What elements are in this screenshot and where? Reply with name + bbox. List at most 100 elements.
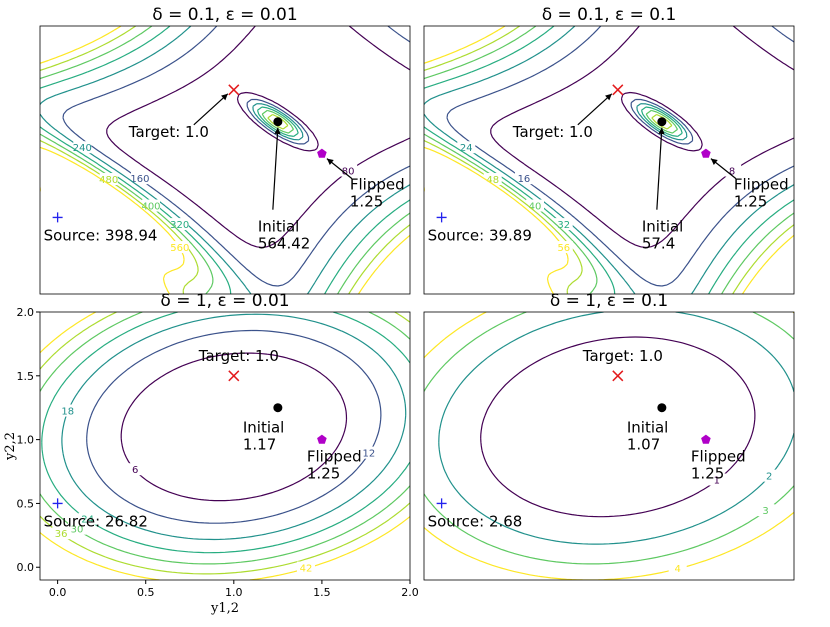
initial-annotation: Initial [642,218,684,236]
initial-arrow [272,127,279,210]
contour-label: 8 [729,166,735,177]
source-marker [436,498,447,509]
contour-label: 24 [81,515,94,526]
contour-label: 480 [99,175,118,186]
contour-level-24 [41,312,410,554]
contour-level-48 [424,26,794,294]
y-tick-label: 1.5 [17,370,35,383]
contour-label-bg [514,172,533,185]
source-marker [52,212,63,223]
contour-level-32 [424,26,794,294]
contour-level-6 [120,352,348,502]
contour-level-24 [424,26,794,294]
contour-level-80 [106,26,410,249]
contour-label: 42 [300,564,313,575]
contour-level-8 [490,26,794,249]
target-marker [228,370,240,382]
contour-label: 32 [557,220,570,231]
initial-arrow [656,127,663,210]
target-annotation: Target: 1.0 [512,123,593,141]
source-annotation: Source: 398.94 [44,226,158,244]
contour-label-bg [170,241,189,254]
contour-label-bg [130,172,149,185]
contour-label-bg [68,522,86,535]
initial-annotation: Initial [258,218,300,236]
initial-marker [273,117,283,127]
contour-label: 18 [61,407,74,418]
initial-marker [273,403,283,413]
initial-annotation: 57.4 [642,235,675,253]
contour-label-bg [296,561,315,574]
contour-level-320 [40,26,410,294]
source-annotation: Source: 39.89 [428,226,532,244]
initial-arrowhead [274,127,281,135]
flipped-annotation: Flipped [734,176,789,194]
target-marker [612,84,624,96]
y-tick-label: 2.0 [17,306,35,319]
target-arrowhead [221,93,228,101]
x-axis-label: y1,2 [210,601,239,616]
contour-label: 320 [170,220,189,231]
target-annotation: Target: 1.0 [198,347,279,365]
contour-label: 240 [73,143,92,154]
initial-annotation: 564.42 [258,235,311,253]
contour-level-16 [446,26,794,287]
contour-label: 4 [675,564,681,575]
contour-level-3 [424,312,794,565]
contour-level-56 [424,26,794,294]
flipped-marker [317,434,327,444]
flipped-annotation: 1.25 [307,465,340,483]
contour-level-42 [40,312,410,580]
contour-label-bg [554,241,573,254]
contour-label-bg [359,446,378,459]
contour-label: 24 [460,143,473,154]
contour-label-bg [668,561,687,574]
source-marker [436,212,447,223]
flipped-annotation: 1.25 [734,193,767,211]
flipped-marker [701,148,711,158]
flipped-annotation: Flipped [350,176,405,194]
flipped-annotation: Flipped [691,448,746,466]
contour-label-bg [99,173,118,186]
x-tick-label: 0.5 [137,586,155,599]
contour-label-bg [58,404,77,417]
flipped-annotation: Flipped [307,448,362,466]
contour-label: 80 [342,166,355,177]
target-arrow [193,93,229,126]
target-marker [228,84,240,96]
contour-label: 2 [766,472,772,483]
x-tick-label: 1.5 [313,586,331,599]
contour-label: 40 [529,202,542,213]
contour-label: 56 [557,243,570,254]
contour-label-bg [339,164,358,177]
panel-title: δ = 1, ε = 0.1 [550,291,668,311]
contour-level-480 [40,26,410,294]
contour-label-bg [707,473,726,486]
contour-label-bg [52,527,71,540]
x-tick-label: 0.0 [49,586,67,599]
contour-label-bg [78,512,97,525]
contour-label: 400 [141,202,160,213]
flipped-arrowhead [326,158,334,165]
contour-label: 36 [55,529,68,540]
contour-level-560 [40,26,410,294]
target-arrow [577,93,613,126]
contour-level-30 [40,312,410,565]
contour-level-12 [86,329,382,524]
contour-level-240 [40,26,410,294]
contour-label: 30 [71,525,84,536]
flipped-arrowhead [710,158,718,165]
target-annotation: Target: 1.0 [582,347,663,365]
x-tick-label: 1.0 [225,586,243,599]
contour-label: 48 [486,175,499,186]
contour-level-4 [424,312,794,580]
contour-label: 3 [762,506,768,517]
contour-label-bg [483,173,502,186]
initial-arrowhead [658,127,665,135]
source-annotation: Source: 2.68 [428,512,523,530]
contour-label: 160 [130,174,149,185]
